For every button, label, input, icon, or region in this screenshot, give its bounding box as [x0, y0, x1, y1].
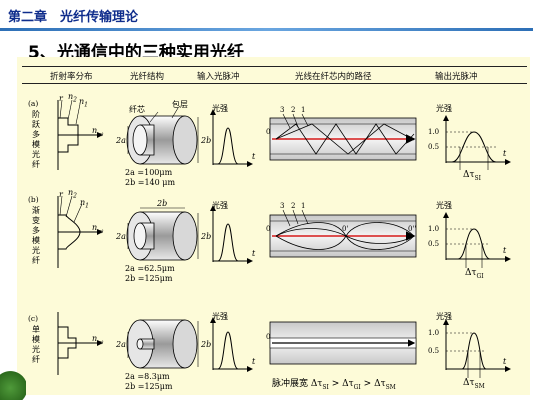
row-b-label-2b: 2b — [201, 232, 212, 241]
row-a-label-n2: n2 — [68, 92, 77, 104]
row-b-vertical-label: 渐变多模光纤 — [32, 206, 40, 265]
row-a-pulse-width: ΔτSI — [463, 170, 481, 182]
row-c-id: (c) — [28, 314, 39, 323]
row-b-label-2a: 2a — [116, 232, 126, 241]
row-b-label-r: r — [59, 190, 63, 199]
row-b-output-y10: 1.0 — [428, 225, 440, 233]
row-c-output-intensity-label: 光强 — [436, 312, 452, 321]
row-a-input-intensity-label: 光强 — [212, 104, 228, 113]
slide-header-bar: 第二章 光纤传输理论 — [0, 0, 533, 30]
header-index-profile: 折射率分布 — [50, 72, 93, 82]
row-b-focus-0-double-prime: 0'' — [408, 225, 417, 233]
header-output-pulse: 输出光脉冲 — [435, 72, 478, 82]
row-b-input-t-label: t — [252, 249, 256, 258]
row-a-ray-2: 2 — [291, 106, 296, 114]
row-b-ray-path — [269, 209, 417, 258]
row-b-origin-0: 0 — [266, 225, 271, 233]
row-c-origin-0: 0 — [266, 333, 271, 341]
row-c-pulse-width: ΔτSM — [463, 378, 485, 390]
row-c-input-pulse — [210, 317, 253, 372]
row-b-ray-1: 1 — [301, 202, 306, 210]
row-c-label-nr: n(r) — [92, 334, 104, 346]
row-b-input-intensity-label: 光强 — [212, 201, 228, 210]
chapter-title: 第二章 光纤传输理论 — [8, 10, 139, 25]
row-c-output-pulse — [443, 319, 511, 378]
row-b-input-pulse — [210, 205, 253, 264]
row-b-id: (b) — [28, 195, 39, 204]
row-b-label-nr: n(r) — [92, 223, 104, 235]
row-a-origin-0: 0 — [266, 128, 271, 136]
row-a-ray-path — [269, 113, 417, 161]
row-b-cladding-diameter: 2b =125μm — [125, 274, 173, 283]
row-b-pulse-width: ΔτGI — [465, 268, 484, 280]
row-b-output-y05: 0.5 — [428, 240, 440, 248]
row-c-vertical-label: 单模光纤 — [32, 325, 40, 364]
row-b-fiber-structure — [126, 207, 199, 261]
row-c-output-t-label: t — [503, 357, 507, 366]
row-a-label-nr: n(r) — [92, 126, 104, 138]
row-b-label-n1: n1 — [80, 198, 89, 210]
row-c-cladding-diameter: 2b =125μm — [125, 382, 173, 391]
row-c-fiber-structure — [126, 319, 199, 369]
header-ray-path: 光线在纤芯内的路径 — [295, 72, 372, 82]
row-a-output-pulse — [443, 115, 511, 170]
row-a-index-profile — [57, 99, 103, 170]
row-b-core-diameter: 2a =62.5μm — [125, 264, 175, 273]
row-a-output-t-label: t — [503, 149, 507, 158]
row-b-label-2b-top: 2b — [157, 199, 168, 208]
row-a-output-y05: 0.5 — [428, 143, 440, 151]
row-b-output-t-label: t — [503, 246, 507, 255]
row-a-output-intensity-label: 光强 — [436, 104, 452, 113]
header-input-pulse: 输入光脉冲 — [197, 72, 240, 82]
row-a-output-y10: 1.0 — [428, 128, 440, 136]
row-c-input-intensity-label: 光强 — [212, 312, 228, 321]
table-top-line — [22, 66, 527, 67]
row-a-cladding-label: 包层 — [172, 100, 188, 109]
row-b-output-intensity-label: 光强 — [436, 201, 452, 210]
header-divider — [0, 28, 533, 31]
row-a-label-r: r — [59, 94, 63, 103]
decorative-leaf-image — [0, 370, 26, 400]
row-a-ray-3: 3 — [280, 106, 285, 114]
row-c-core-diameter: 2a =8.3μm — [125, 372, 170, 381]
row-c-input-t-label: t — [252, 357, 256, 366]
row-a-core-diameter: 2a =100μm — [125, 168, 173, 177]
row-c-label-2b: 2b — [201, 340, 212, 349]
row-b-label-n2: n2 — [68, 188, 77, 200]
row-a-label-2b: 2b — [201, 136, 212, 145]
table-header-line — [22, 83, 527, 84]
row-c-index-profile — [57, 312, 103, 375]
row-c-output-y10: 1.0 — [428, 329, 440, 337]
row-a-input-t-label: t — [252, 152, 256, 161]
row-a-core-label: 纤芯 — [129, 105, 145, 114]
row-b-output-pulse — [443, 212, 511, 268]
row-a-label-n1: n1 — [79, 97, 88, 109]
row-c-label-2a: 2a — [116, 340, 126, 349]
row-a-fiber-structure — [126, 107, 199, 165]
row-b-index-profile — [57, 195, 103, 268]
row-a-label-2a: 2a — [116, 136, 126, 145]
row-c-ray-path — [269, 321, 417, 365]
row-a-input-pulse — [210, 109, 253, 167]
row-a-cladding-diameter: 2b =140 μm — [125, 178, 176, 187]
row-b-ray-2: 2 — [291, 202, 296, 210]
row-b-focus-0-prime: 0' — [342, 225, 349, 233]
header-fiber-structure: 光纤结构 — [130, 72, 165, 82]
row-a-id: (a) — [28, 99, 39, 108]
pulse-broadening-comparison: 脉冲展宽 ΔτSI > ΔτGI > ΔτSM — [272, 379, 396, 391]
row-a-ray-1: 1 — [301, 106, 306, 114]
row-b-ray-3: 3 — [280, 202, 285, 210]
row-c-output-y05: 0.5 — [428, 347, 440, 355]
row-a-vertical-label: 阶跃多模光纤 — [32, 110, 40, 169]
